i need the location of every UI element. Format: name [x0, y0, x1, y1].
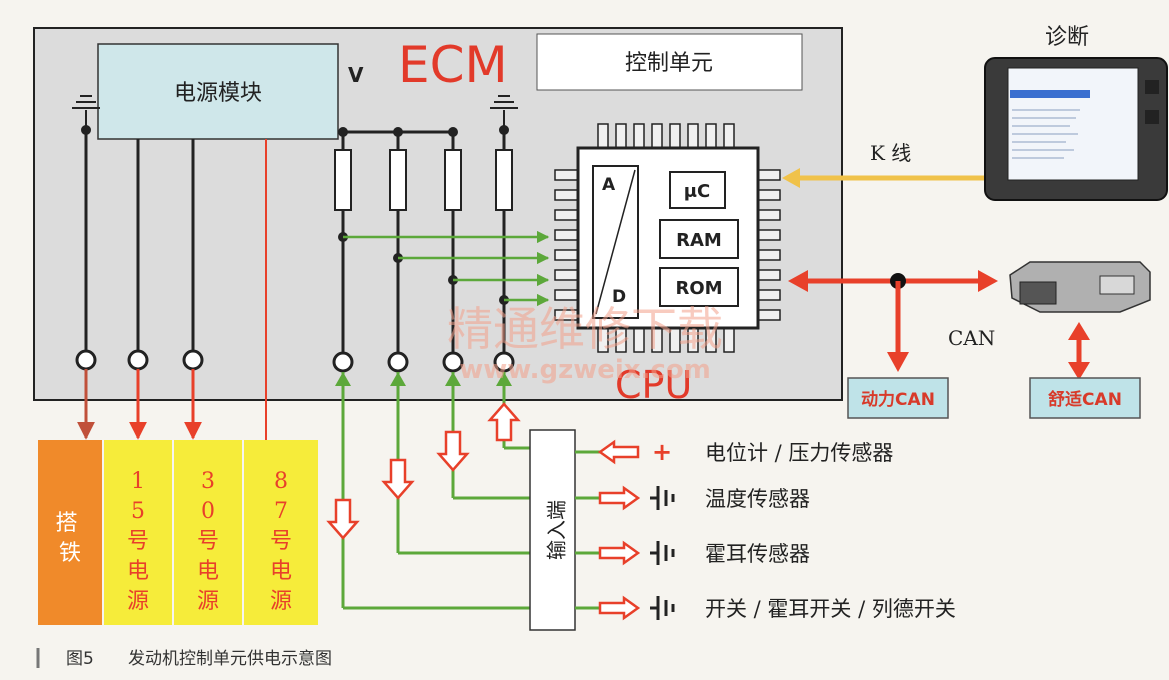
comfort-can-box — [1029, 377, 1141, 419]
input-arrow-4 — [598, 595, 641, 621]
vertical-char: 号 — [127, 529, 149, 554]
vertical-char: 源 — [127, 589, 149, 614]
input-terminal-box — [529, 429, 576, 631]
vertical-char: 号 — [197, 529, 219, 554]
watermark-line1: 精通维修下载 — [447, 302, 723, 356]
rom-box — [659, 267, 739, 307]
uc-label: μC — [684, 181, 710, 202]
vertical-char: 7 — [274, 499, 288, 524]
input-label-temperature: 温度传感器 — [705, 487, 810, 511]
terminals — [75, 349, 515, 373]
supply-87-block — [244, 440, 318, 625]
supply-ground-char-1: 搭 — [55, 511, 77, 536]
supply-ground-char-2: 铁 — [59, 541, 81, 566]
input-terminal-label: 输入端 — [545, 500, 569, 560]
vertical-char: 源 — [197, 589, 219, 614]
vertical-char: 3 — [201, 469, 215, 494]
can-label: CAN — [948, 326, 995, 350]
gateway-module — [1009, 261, 1151, 313]
input-rows: + 电位计 / 压力传感器 温度传感器 霍耳传感器 开关 / 霍耳开关 / 列德… — [575, 438, 956, 621]
green-signal-lines — [343, 230, 550, 307]
vertical-char: 0 — [201, 499, 215, 524]
supply-15-block — [104, 440, 172, 625]
plus-symbol: + — [652, 438, 672, 466]
power-can-box — [847, 377, 949, 419]
watermark-line2: www.gzweix.com — [459, 355, 711, 385]
ground-symbol-2 — [650, 541, 675, 565]
diagnosis-label: 诊断 — [1045, 25, 1089, 50]
cpu-label: CPU — [615, 363, 692, 407]
supply-ground-block — [38, 440, 102, 625]
comfort-can-label: 舒适CAN — [1048, 389, 1122, 410]
supply-30-block — [174, 440, 242, 625]
ground-symbol-1 — [650, 486, 675, 510]
v-label: V — [348, 63, 364, 87]
vertical-char: 电 — [197, 559, 219, 584]
resistors — [334, 149, 513, 211]
ground-symbol-3 — [650, 596, 675, 620]
vertical-char: 源 — [270, 589, 292, 614]
vertical-char: 电 — [270, 559, 292, 584]
caption-figure: 图5 — [66, 649, 94, 669]
vertical-char: 电 — [127, 559, 149, 584]
uc-box — [669, 171, 726, 209]
control-unit-box — [536, 33, 803, 91]
input-label-hall-sensor: 霍耳传感器 — [705, 542, 810, 566]
cpu-chip: A D μC RAM ROM — [554, 123, 781, 353]
power-module-label: 电源模块 — [174, 81, 262, 106]
can-bus — [788, 270, 998, 372]
input-label-potentiometer: 电位计 / 压力传感器 — [705, 441, 893, 465]
ad-d-label: D — [612, 287, 626, 307]
ad-converter-diagonal — [595, 169, 636, 315]
supply-arrows — [77, 369, 202, 440]
supply-87-label: 8 7 号电源 — [270, 469, 292, 614]
power-module-box — [97, 43, 339, 140]
diagnostic-tester — [984, 57, 1168, 201]
vertical-char: 1 — [131, 469, 145, 494]
hollow-red-arrows — [326, 402, 521, 540]
comfort-can-arrow — [1068, 322, 1090, 380]
input-arrow-1 — [597, 439, 640, 465]
supply-lines — [84, 130, 195, 350]
power-can-label: 动力CAN — [861, 389, 935, 410]
vertical-char: 5 — [131, 499, 145, 524]
input-arrow-2 — [598, 485, 641, 511]
ram-label: RAM — [676, 230, 722, 251]
k-line-label: K 线 — [870, 141, 911, 165]
caption-text: 发动机控制单元供电示意图 — [128, 649, 332, 669]
supply-30-label: 3 0 号电源 — [197, 469, 219, 614]
ecm-title: ECM — [398, 36, 508, 94]
ad-a-label: A — [602, 175, 616, 195]
junction-dot — [81, 125, 91, 135]
input-arrowheads — [335, 372, 512, 386]
cpu-pins — [554, 123, 781, 353]
ram-box — [659, 219, 739, 259]
rom-label: ROM — [675, 278, 722, 299]
control-unit-label: 控制单元 — [625, 51, 713, 76]
supply-ground-label: 搭 铁 — [55, 511, 84, 566]
input-label-switches: 开关 / 霍耳开关 / 列德开关 — [705, 597, 956, 621]
input-arrow-3 — [598, 540, 641, 566]
vertical-char: 8 — [274, 469, 288, 494]
supply-15-label: 1 5 号电源 — [127, 469, 149, 614]
supply-blocks — [38, 440, 318, 625]
vertical-char: 号 — [270, 529, 292, 554]
